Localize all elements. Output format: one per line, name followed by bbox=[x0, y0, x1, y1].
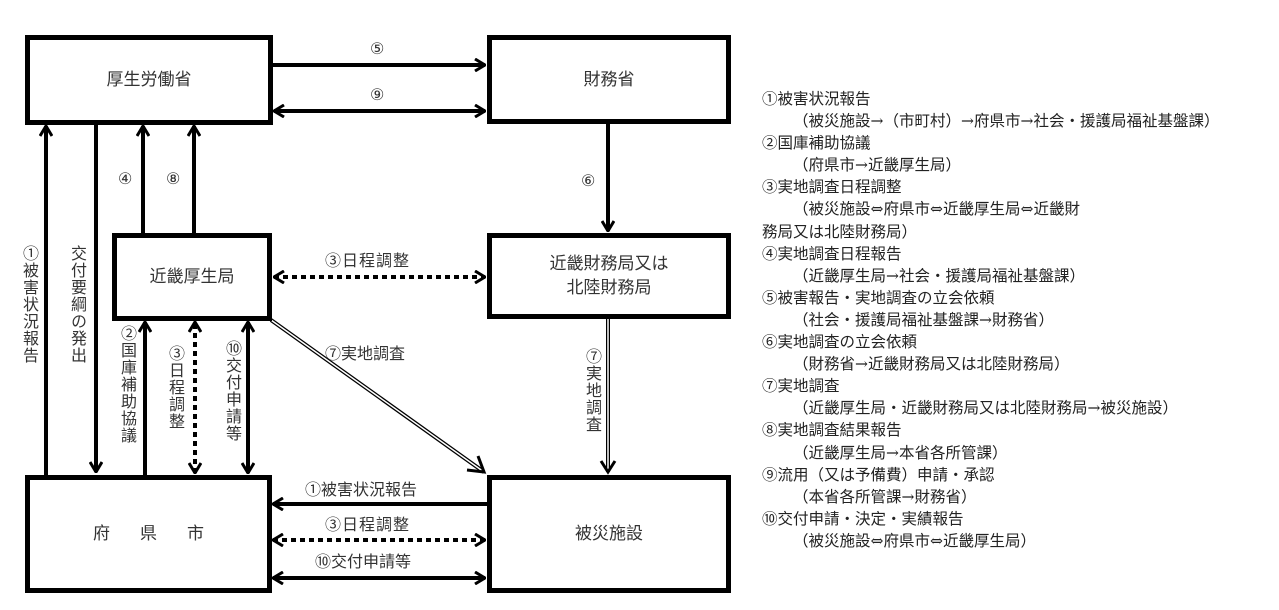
legend-item-desc: （府県市→近畿厚生局） bbox=[793, 156, 961, 175]
node-prefecture-label: 府県市 bbox=[93, 524, 234, 544]
label-9: ⑨ bbox=[370, 85, 385, 104]
legend-item-title: ⑧実地調査結果報告 bbox=[762, 421, 902, 440]
legend-item-title: ②国庫補助協議 bbox=[762, 134, 871, 153]
legend-item-title: ⑩交付申請・決定・実績報告 bbox=[762, 509, 964, 528]
legend-item-title: ⑥実地調査の立会依頼 bbox=[762, 333, 918, 352]
legend-item-desc: （近畿厚生局→本省各所管課） bbox=[793, 443, 1008, 462]
label-3-vertical: ③日程調整 bbox=[166, 345, 185, 430]
legend: ①被害状況報告 （被災施設→（市町村）→府県市→社会・援護局福祉基盤課） ②国庫補… bbox=[762, 88, 1277, 552]
legend-item-desc: （本省各所管課→財務省） bbox=[793, 487, 977, 506]
label-10-horizontal: ⑩交付申請等 bbox=[315, 552, 412, 571]
legend-item-desc: （被災施設→（市町村）→府県市→社会・援護局福祉基盤課） bbox=[793, 112, 1220, 131]
node-facility-label: 被災施設 bbox=[575, 524, 643, 544]
label-1-horizontal: ①被害状況報告 bbox=[305, 480, 418, 499]
label-3-bottom: ③日程調整 bbox=[325, 515, 411, 534]
legend-item: ④実地調査日程報告 （近畿厚生局→社会・援護局福祉基盤課） bbox=[762, 243, 1277, 287]
node-kinki-kosei: 近畿厚生局 bbox=[112, 233, 272, 321]
node-kinki-zaimu: 近畿財務局又は 北陸財務局 bbox=[487, 233, 731, 319]
legend-item-title: ⑤被害報告・実地調査の立会依頼 bbox=[762, 288, 995, 307]
label-5: ⑤ bbox=[370, 39, 385, 58]
label-3-mid: ③日程調整 bbox=[325, 251, 411, 270]
legend-item: ⑨流用（又は予備費）申請・承認 （本省各所管課→財務省） bbox=[762, 464, 1277, 508]
legend-item: ⑩交付申請・決定・実績報告 （被災施設⇔府県市⇔近畿厚生局） bbox=[762, 508, 1277, 552]
legend-item-title: ⑦実地調査 bbox=[762, 377, 840, 396]
label-1-vertical: ①被害状況報告 bbox=[20, 245, 39, 364]
arrow-7-kinki-zaimu-to-facility bbox=[599, 318, 617, 475]
legend-item-title: ③実地調査日程調整 bbox=[762, 178, 902, 197]
label-7-diagonal: ⑦実地調査 bbox=[325, 344, 406, 363]
label-issue-vertical: 交付要綱の発出 bbox=[68, 245, 87, 364]
legend-item: ⑧実地調査結果報告 （近畿厚生局→本省各所管課） bbox=[762, 419, 1277, 463]
node-prefecture: 府県市 bbox=[25, 475, 272, 593]
legend-item-desc: （財務省→近畿財務局又は北陸財務局） bbox=[793, 355, 1070, 374]
legend-item-title: ④実地調査日程報告 bbox=[762, 244, 902, 263]
legend-item: ②国庫補助協議 （府県市→近畿厚生局） bbox=[762, 132, 1277, 176]
legend-item-title: ⑨流用（又は予備費）申請・承認 bbox=[762, 465, 995, 484]
node-mhlw: 厚生労働省 bbox=[25, 35, 273, 125]
legend-item: ⑥実地調査の立会依頼 （財務省→近畿財務局又は北陸財務局） bbox=[762, 331, 1277, 375]
node-kinki-zaimu-line1: 近畿財務局又は bbox=[549, 254, 669, 274]
node-kinki-kosei-label: 近畿厚生局 bbox=[149, 267, 235, 287]
label-4: ④ bbox=[118, 169, 133, 188]
node-facility: 被災施設 bbox=[487, 475, 731, 593]
label-7-vertical: ⑦実地調査 bbox=[583, 348, 602, 433]
label-6: ⑥ bbox=[581, 171, 596, 190]
arrow-7-kinki-kosei-to-facility bbox=[269, 318, 487, 474]
label-10-vertical: ⑩交付申請等 bbox=[223, 340, 242, 442]
label-8: ⑧ bbox=[166, 169, 181, 188]
legend-item: ⑤被害報告・実地調査の立会依頼 （社会・援護局福祉基盤課→財務省） bbox=[762, 287, 1277, 331]
legend-item-desc: （被災施設⇔府県市⇔近畿厚生局⇔近畿財務局又は北陸財務局） bbox=[762, 200, 1080, 241]
node-mhlw-label: 厚生労働省 bbox=[106, 70, 192, 90]
node-kinki-zaimu-line2: 北陸財務局 bbox=[566, 278, 652, 298]
legend-item-desc: （近畿厚生局→社会・援護局福祉基盤課） bbox=[793, 266, 1085, 285]
legend-item-desc: （社会・援護局福祉基盤課→財務省） bbox=[793, 310, 1054, 329]
node-mof-label: 財務省 bbox=[583, 69, 635, 90]
legend-item-title: ①被害状況報告 bbox=[762, 90, 871, 108]
legend-item: ⑦実地調査 （近畿厚生局・近畿財務局又は北陸財務局→被災施設） bbox=[762, 375, 1277, 419]
node-mof: 財務省 bbox=[487, 35, 731, 124]
legend-item-desc: （被災施設⇔府県市⇔近畿厚生局） bbox=[793, 531, 1036, 550]
legend-item-desc: （近畿厚生局・近畿財務局又は北陸財務局→被災施設） bbox=[793, 399, 1178, 418]
legend-item: ③実地調査日程調整 （被災施設⇔府県市⇔近畿厚生局⇔近畿財務局又は北陸財務局） bbox=[762, 176, 1277, 242]
legend-item: ①被害状況報告 （被災施設→（市町村）→府県市→社会・援護局福祉基盤課） bbox=[762, 88, 1277, 132]
label-2-vertical: ②国庫補助協議 bbox=[118, 325, 137, 444]
